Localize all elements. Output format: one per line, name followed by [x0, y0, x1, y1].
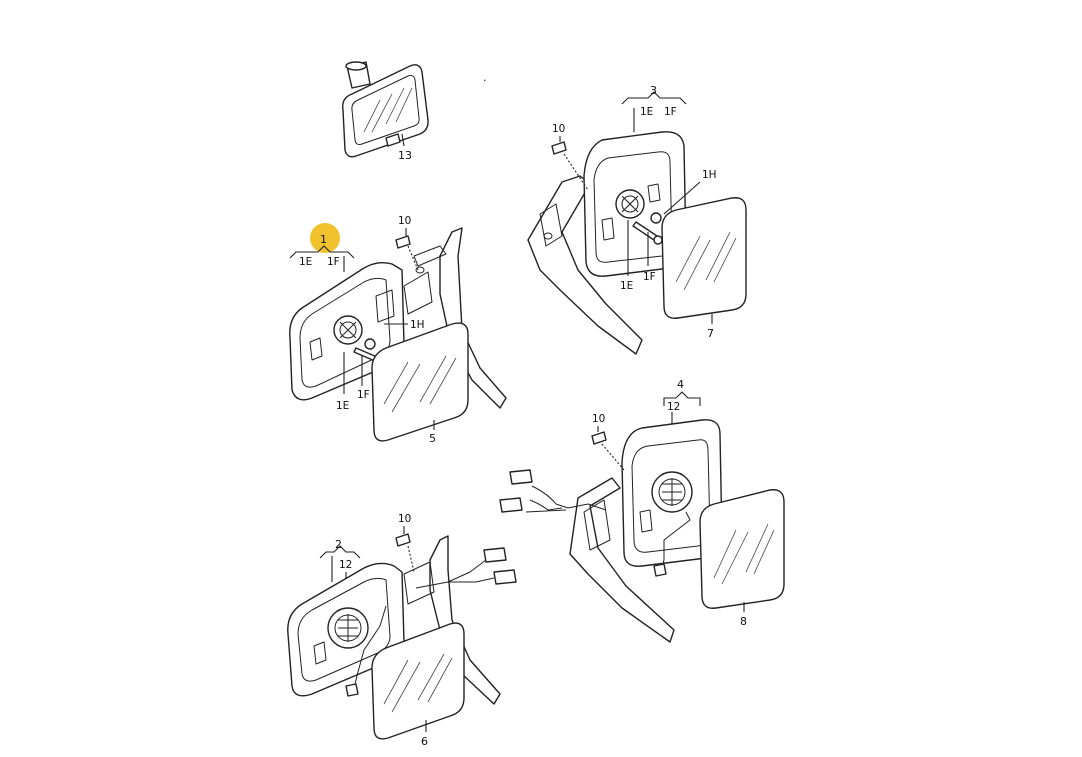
mirror-glass-left-electric[interactable]: [371, 622, 465, 740]
mirror-glass-left-manual[interactable]: [371, 322, 469, 442]
highlight-marker: [310, 223, 340, 253]
callout-13: 13: [398, 149, 412, 162]
stray-mark: ·: [483, 74, 487, 87]
screw-b: [551, 141, 567, 155]
variant-1f-part: 1F: [357, 389, 370, 401]
callout-3: 3: [650, 84, 657, 97]
callout-12-right: 12: [667, 401, 680, 413]
callout-10-a: 10: [398, 215, 411, 227]
callout-8: 8: [740, 615, 747, 628]
callout-5: 5: [429, 432, 436, 445]
variant-3-1e: 1E: [640, 106, 653, 118]
rear-view-mirror[interactable]: [342, 61, 429, 158]
wiring-harness-right: [499, 469, 607, 513]
callout-10-d: 10: [398, 513, 411, 525]
variant-1e: 1E: [299, 256, 312, 268]
callout-7: 7: [707, 327, 714, 340]
door-frame-right-upper: [527, 175, 643, 355]
callout-10-b: 10: [552, 123, 565, 135]
screw-d: [395, 533, 411, 547]
screw-a: [395, 228, 411, 249]
callout-10-c: 10: [592, 413, 605, 425]
variant-1e-part: 1E: [336, 400, 349, 412]
callout-4: 4: [677, 378, 684, 391]
callout-2: 2: [335, 538, 342, 551]
adjusting-screw-right: [632, 221, 663, 245]
callout-1: 1: [320, 233, 327, 246]
variant-3-1f-part: 1F: [643, 271, 656, 283]
screw-c: [591, 431, 607, 445]
callout-6: 6: [421, 735, 428, 748]
variant-3-1f: 1F: [664, 106, 677, 118]
wiring-harness-left: [415, 547, 517, 589]
door-frame-right-lower: [569, 477, 675, 643]
mirror-glass-right-electric[interactable]: [699, 489, 785, 609]
mirror-glass-right-manual[interactable]: [661, 197, 747, 319]
callout-12-left: 12: [339, 559, 352, 571]
door-frame-left-upper: [403, 227, 507, 409]
variant-3-1h: 1H: [702, 169, 717, 181]
variant-1f: 1F: [327, 256, 340, 268]
variant-1h: 1H: [410, 319, 425, 331]
variant-3-1e-part: 1E: [620, 280, 633, 292]
